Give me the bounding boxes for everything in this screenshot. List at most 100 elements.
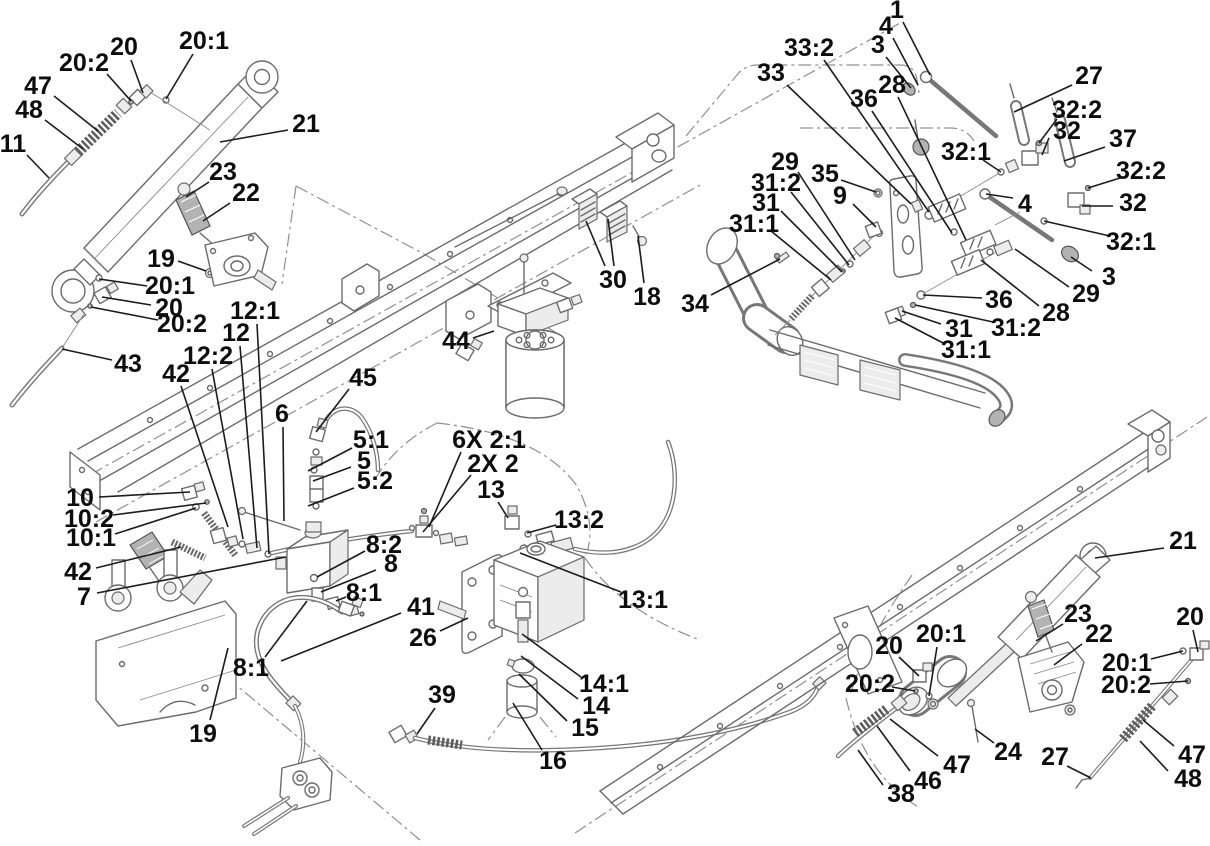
callout-leader <box>885 56 912 89</box>
oring-31-2 <box>846 260 854 268</box>
callout-leader <box>1063 146 1106 162</box>
callout-leader <box>902 21 931 76</box>
callout-leader <box>914 304 994 323</box>
part-callout-47: 47 <box>943 751 971 779</box>
part-callout-22: 22 <box>1085 620 1113 648</box>
callout-leader <box>1150 650 1184 660</box>
callout-leader <box>637 235 645 284</box>
callout-leader <box>897 96 967 241</box>
callout-leader <box>521 633 582 678</box>
callout-leader <box>840 179 877 193</box>
callout-leader <box>98 491 191 498</box>
callout-leader <box>1066 765 1092 779</box>
callout-leader <box>982 159 1002 173</box>
part-callout-20-1: 20:1 <box>1102 649 1152 677</box>
callout-leader <box>790 191 850 266</box>
callout-leader <box>1035 623 1064 642</box>
part-callout-39: 39 <box>428 681 456 709</box>
part-callout-10-2: 10:2 <box>64 505 114 533</box>
callout-leader <box>96 556 287 594</box>
callout-leader <box>44 119 84 150</box>
traction-control-assembly <box>706 70 1079 427</box>
oring-14-1 <box>517 586 529 598</box>
part-callout-42: 42 <box>64 558 92 586</box>
callout-leader <box>439 617 469 632</box>
callout-leader <box>211 368 244 540</box>
part-callout-14-1: 14:1 <box>579 670 629 698</box>
part-callout-19: 19 <box>147 245 175 273</box>
coupler-28b <box>950 248 986 276</box>
part-callout-8-1: 8:1 <box>346 579 382 607</box>
callout-leader <box>1087 177 1121 189</box>
handle-grip <box>900 355 1011 422</box>
hose-43 <box>10 346 64 407</box>
callout-leader <box>1043 220 1111 237</box>
control-tower-bracket <box>95 549 237 727</box>
part-callout-37: 37 <box>1109 125 1137 153</box>
callout-leader <box>770 230 832 281</box>
callout-leader <box>922 294 983 299</box>
callout-leader <box>185 181 210 198</box>
mount-plate <box>888 175 923 278</box>
part-callout-38: 38 <box>887 780 915 808</box>
part-callout-20-2: 20:2 <box>157 310 207 338</box>
part-callout-42: 42 <box>162 360 190 388</box>
elbow-20b <box>1189 647 1204 661</box>
part-callout-28: 28 <box>878 71 906 99</box>
part-callout-16: 16 <box>539 747 567 775</box>
part-callout-7: 7 <box>77 583 91 611</box>
callout-leader <box>315 388 350 433</box>
part-callout-2X-2: 2X 2 <box>467 450 518 478</box>
fitting-29b <box>993 239 1013 257</box>
callout-leader <box>101 296 152 306</box>
callout-leader <box>607 218 615 267</box>
part-callout-4: 4 <box>879 12 893 40</box>
callout-leader <box>26 154 50 179</box>
callout-leader <box>891 686 916 692</box>
callout-leader <box>95 546 182 569</box>
callout-leader <box>512 702 543 751</box>
lever-knob-23 <box>177 182 191 196</box>
part-callout-32: 32 <box>1053 117 1081 145</box>
callout-leader <box>1142 719 1175 747</box>
part-callout-44: 44 <box>442 327 470 355</box>
part-callout-5-1: 5:1 <box>353 426 389 454</box>
cap-3b <box>1061 245 1079 263</box>
callout-leader <box>780 210 843 273</box>
part-callout-36: 36 <box>985 286 1013 314</box>
part-callout-28: 28 <box>1042 299 1070 327</box>
part-callout-20: 20 <box>155 294 183 322</box>
lower-frame-rail <box>599 409 1171 815</box>
part-callout-20-2: 20:2 <box>59 49 109 77</box>
callout-leader <box>1094 547 1165 559</box>
elbow-32b <box>1067 192 1085 208</box>
part-callout-13: 13 <box>477 476 505 504</box>
callout-leader <box>112 502 207 516</box>
coupler-28 <box>959 229 997 258</box>
part-callout-19: 19 <box>189 720 217 748</box>
callout-leader <box>61 348 113 361</box>
cap-3 <box>902 82 916 96</box>
callout-leader <box>165 53 194 100</box>
part-callout-20: 20 <box>110 33 138 61</box>
elbow-31-1 <box>810 278 830 298</box>
part-callout-34: 34 <box>681 290 709 318</box>
top-left-hoses <box>9 84 277 408</box>
callout-leader <box>316 550 366 578</box>
oring-2-1 <box>420 507 428 515</box>
callout-leader <box>892 37 919 86</box>
callout-leader <box>202 202 231 222</box>
callout-leader <box>518 673 568 722</box>
part-callout-9: 9 <box>833 182 847 210</box>
elbow-13 <box>504 515 520 530</box>
part-callout-4: 4 <box>1018 190 1032 218</box>
part-callout-43: 43 <box>114 350 142 378</box>
callout-leader <box>852 203 877 228</box>
part-callout-3: 3 <box>871 31 885 59</box>
callout-leader <box>889 718 939 757</box>
callout-leader <box>1139 740 1169 772</box>
callout-leader <box>520 655 579 700</box>
hose-45 <box>321 407 379 471</box>
part-callout-8-2: 8:2 <box>366 531 402 559</box>
callout-leader <box>898 656 920 677</box>
